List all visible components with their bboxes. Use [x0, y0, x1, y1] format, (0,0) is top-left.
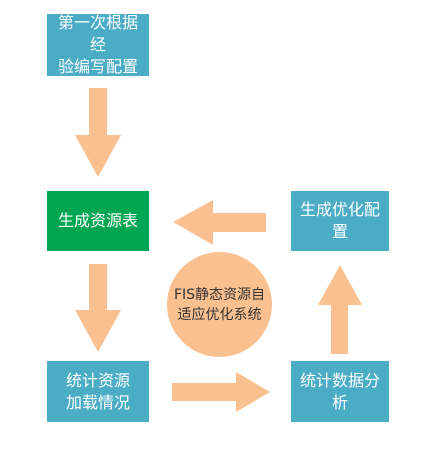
step-generate-optimized-config-label: 生成优化配置	[299, 200, 380, 241]
arrow-down-generate-to-statistics	[75, 264, 121, 352]
arrow-up-analysis-to-optimize	[318, 265, 362, 354]
step-statistical-analysis: 统计数据分析	[291, 361, 389, 422]
step-write-initial-config-line-2: 验编写配置	[57, 57, 138, 76]
step-generate-resource-table-label: 生成资源表	[57, 211, 138, 230]
step-write-initial-config-line-1: 第一次根据经	[57, 13, 138, 54]
step-write-initial-config: 第一次根据经 验编写配置	[47, 13, 149, 76]
arrow-left-optimize-to-generate	[173, 200, 266, 245]
arrow-right-statistics-to-analysis	[172, 372, 270, 412]
step-resource-load-statistics-line-1: 统计资源	[65, 370, 130, 390]
step-statistical-analysis-label: 统计数据分析	[299, 370, 380, 412]
step-generate-optimized-config: 生成优化配置	[291, 191, 389, 251]
step-resource-load-statistics-line-2: 加载情况	[65, 392, 130, 412]
step-resource-load-statistics: 统计资源 加载情况	[47, 361, 149, 422]
step-generate-resource-table: 生成资源表	[47, 191, 149, 251]
center-system-label: FIS静态资源自 适应优化系统	[173, 286, 266, 323]
arrow-down-config-to-generate	[75, 88, 121, 177]
center-system-circle: FIS静态资源自 适应优化系统	[167, 252, 272, 357]
